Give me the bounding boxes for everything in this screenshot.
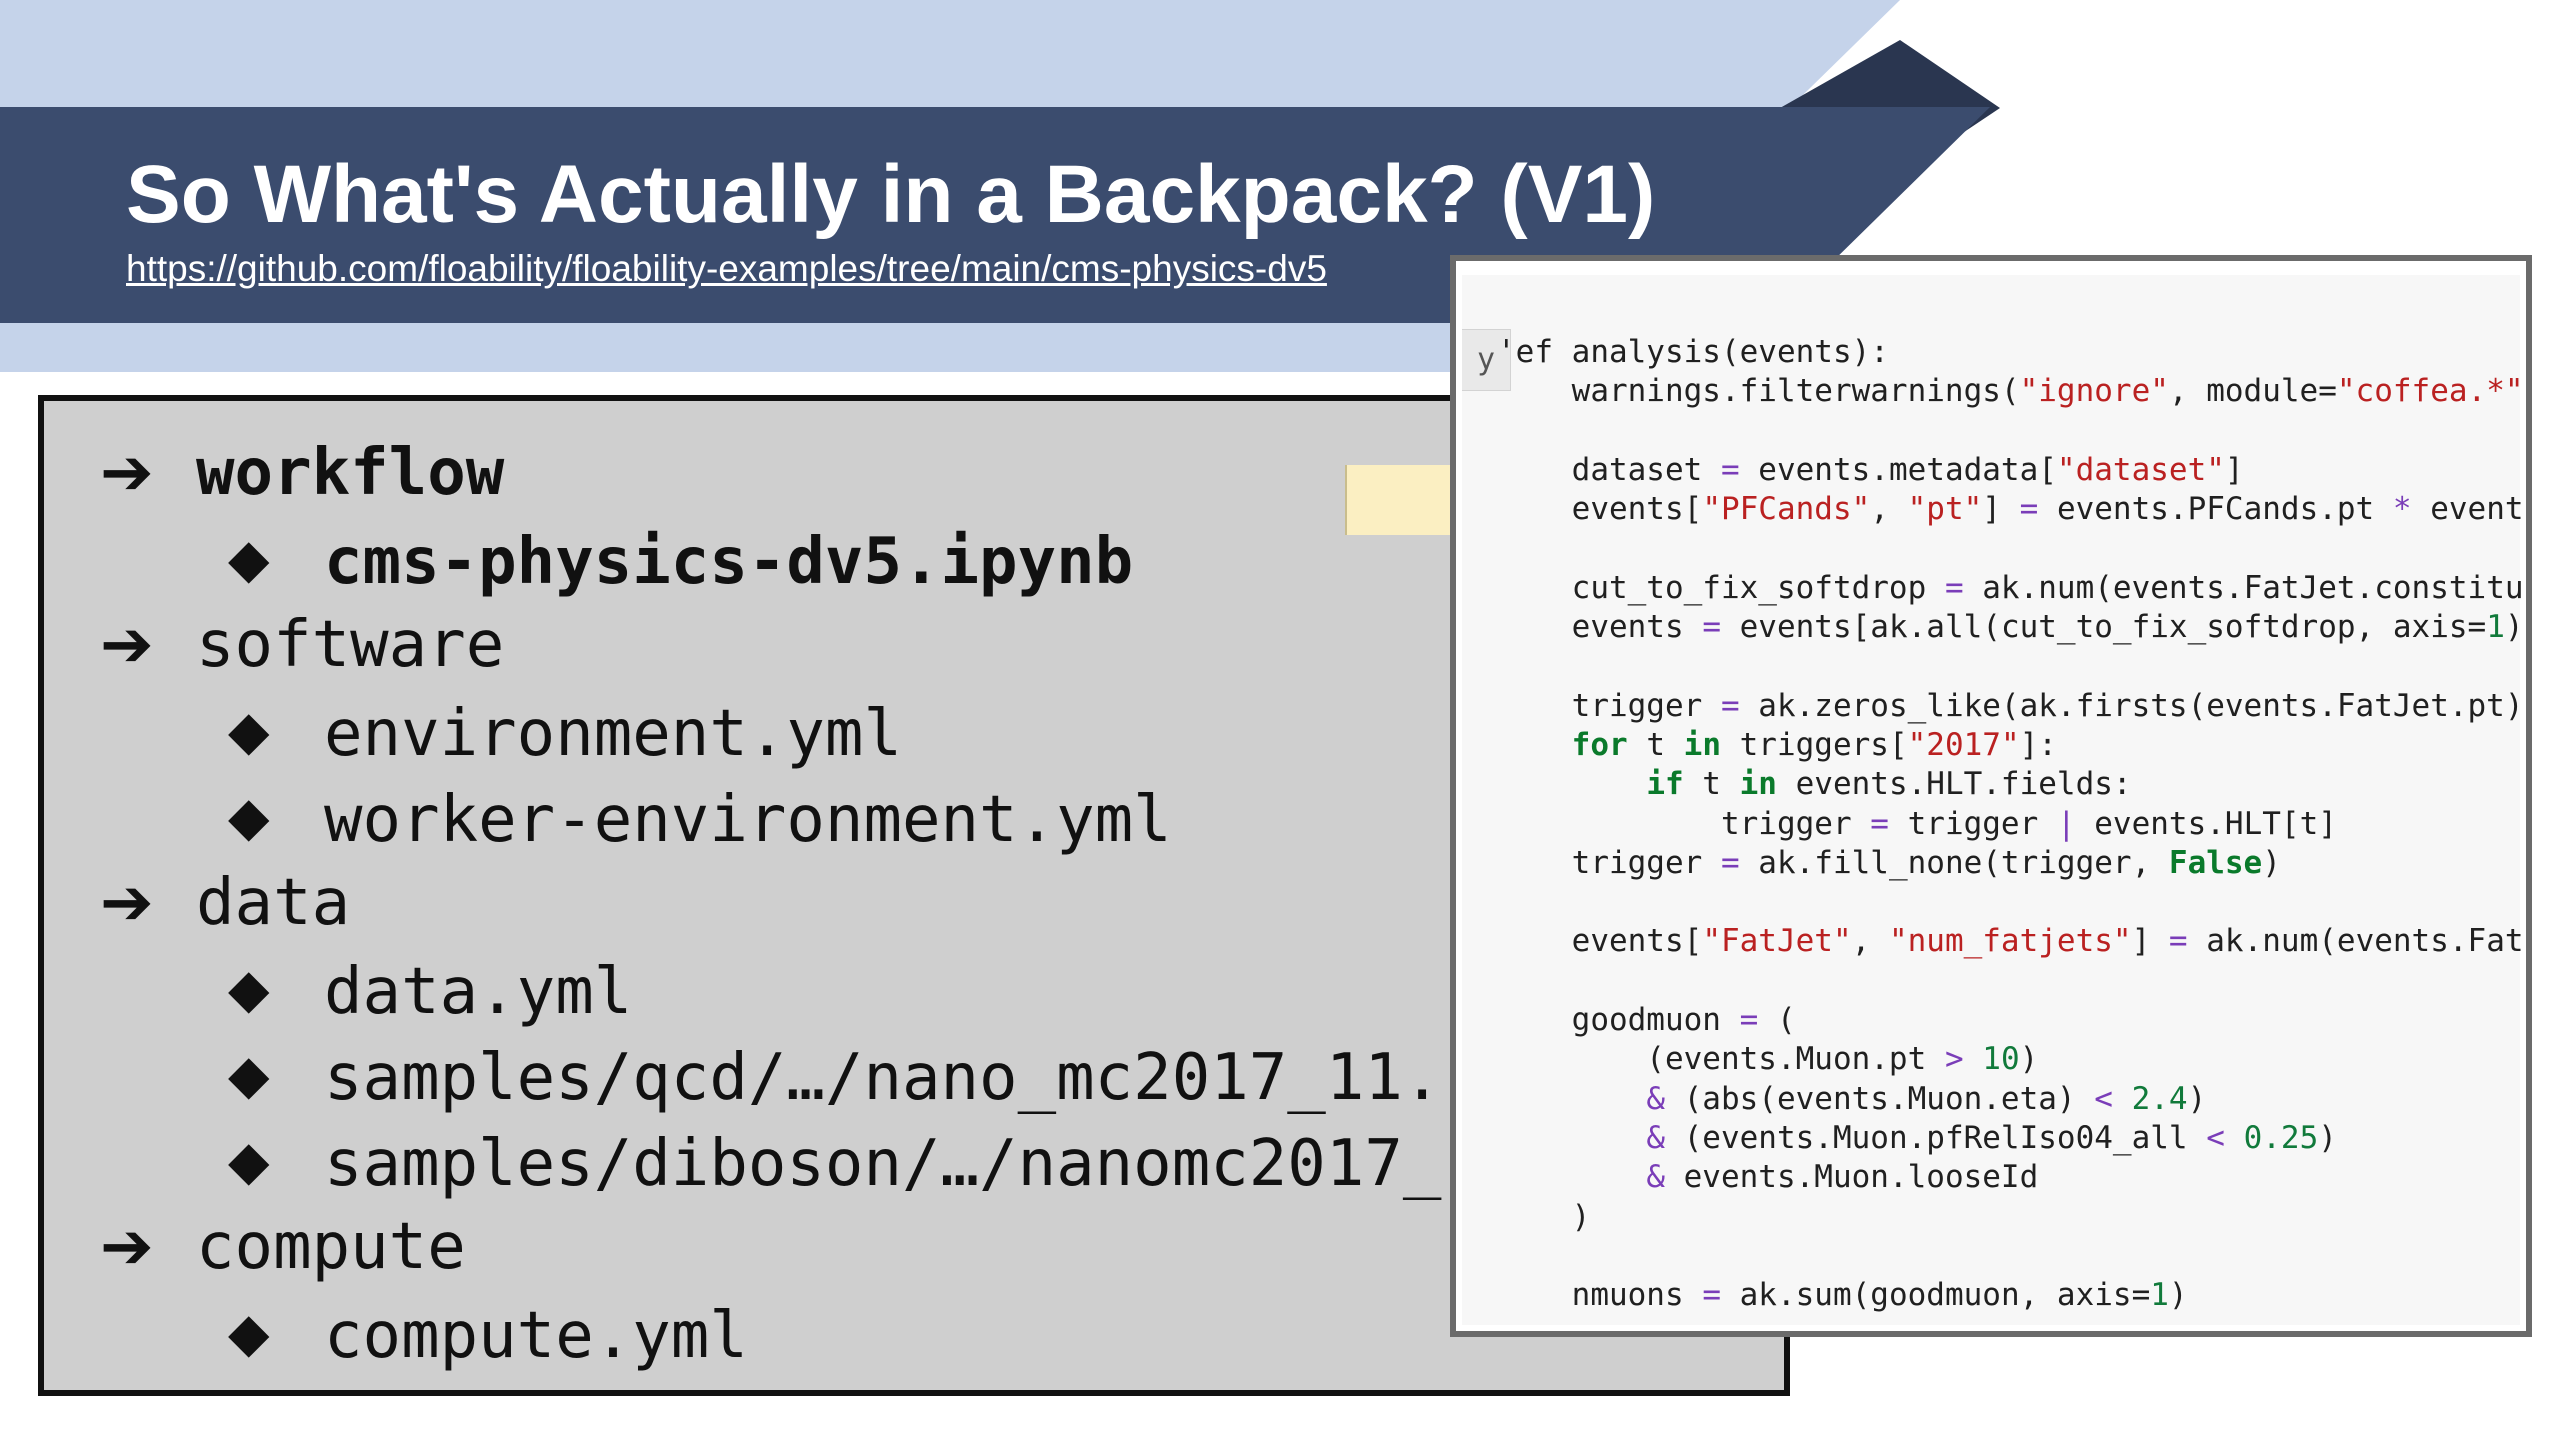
code-line: trigger = ak.zeros_like(ak.firsts(events… [1497,687,2524,724]
code-line: & (abs(events.Muon.eta) < 2.4) [1646,1080,2207,1117]
code-line: trigger = ak.fill_none(trigger, False) [1497,844,2281,881]
code-cell: y 'ef analysis(events): warnings.filterw… [1462,275,2524,1325]
tree-folder-item: ➔ workflow [100,430,504,516]
arrow-bullet-icon: ➔ [100,608,154,682]
diamond-bullet-icon: ◆ [228,1129,270,1192]
tree-file-item: ◆ samples/diboson/…/nanomc2017_ [228,1118,1441,1207]
code-line: (events.Muon.pt > 10) [1497,1041,2039,1078]
code-line: events["PFCands", "pt"] = events.PFCands… [1497,491,2524,528]
code-line: ) [1497,1198,1591,1235]
tree-folder-item: ➔ software [100,602,504,688]
tree-item-label: cms-physics-dv5.ipynb [324,525,1134,599]
code-line: & (events.Muon.pfRelIso04_all < 0.25) [1646,1119,2337,1156]
tree-item-label: compute [196,1210,466,1284]
tree-file-item: ◆ cms-physics-dv5.ipynb [228,516,1133,605]
code-line: cut_to_fix_softdrop = ak.num(events.FatJ… [1497,569,2524,606]
code-line: events = events[ak.all(cut_to_fix_softdr… [1497,609,2524,646]
diamond-bullet-icon: ◆ [228,1301,270,1364]
diamond-bullet-icon: ◆ [228,1043,270,1106]
diamond-bullet-icon: ◆ [228,785,270,848]
tree-file-item: ◆ environment.yml [228,688,902,777]
tree-file-item: ◆ compute.yml [228,1290,748,1379]
diamond-bullet-icon: ◆ [228,957,270,1020]
code-line: warnings.filterwarnings("ignore", module… [1497,373,2524,410]
code-line: dataset = events.metadata["dataset"] [1497,451,2244,488]
code-line: 'ef analysis(events): [1497,334,1889,370]
slide-title: So What's Actually in a Backpack? (V1) [126,149,1656,240]
tree-file-item: ◆ worker-environment.yml [228,774,1172,863]
tree-file-item: ◆ data.yml [228,946,632,1035]
cell-gutter-tab: y [1462,329,1511,391]
code-block: 'ef analysis(events): warnings.filterwar… [1497,333,2524,1315]
tree-item-label: data.yml [324,955,633,1029]
code-line: if t in events.HLT.fields: [1646,766,2132,803]
code-line: trigger = trigger | events.HLT[t] [1497,805,2337,842]
arrow-bullet-icon: ➔ [100,1210,154,1284]
tree-item-label: workflow [196,436,505,510]
tree-file-item: ◆ samples/qcd/…/nano_mc2017_11. [228,1032,1441,1121]
tree-folder-item: ➔ compute [100,1204,466,1290]
code-line: goodmuon = ( [1497,1002,1796,1039]
tree-item-label: compute.yml [324,1299,748,1373]
tree-item-label: samples/diboson/…/nanomc2017_ [324,1127,1442,1201]
code-line: events["FatJet", "num_fatjets"] = ak.num… [1497,923,2524,960]
tree-item-label: worker-environment.yml [324,783,1172,857]
arrow-bullet-icon: ➔ [100,436,154,510]
tree-item-label: samples/qcd/…/nano_mc2017_11. [324,1041,1442,1115]
tree-item-label: environment.yml [324,697,902,771]
tree-item-label: data [196,866,351,940]
diamond-bullet-icon: ◆ [228,527,270,590]
tree-item-label: software [196,608,505,682]
code-line: nmuons = ak.sum(goodmuon, axis=1) [1497,1277,2188,1314]
code-line: for t in triggers["2017"]: [1571,726,2057,763]
code-line: & events.Muon.looseId [1646,1159,2039,1196]
arrow-bullet-icon: ➔ [100,866,154,940]
github-link[interactable]: https://github.com/floability/floability… [126,248,1327,289]
tree-folder-item: ➔ data [100,860,350,946]
code-screenshot-panel: y 'ef analysis(events): warnings.filterw… [1450,255,2532,1337]
diamond-bullet-icon: ◆ [228,699,270,762]
